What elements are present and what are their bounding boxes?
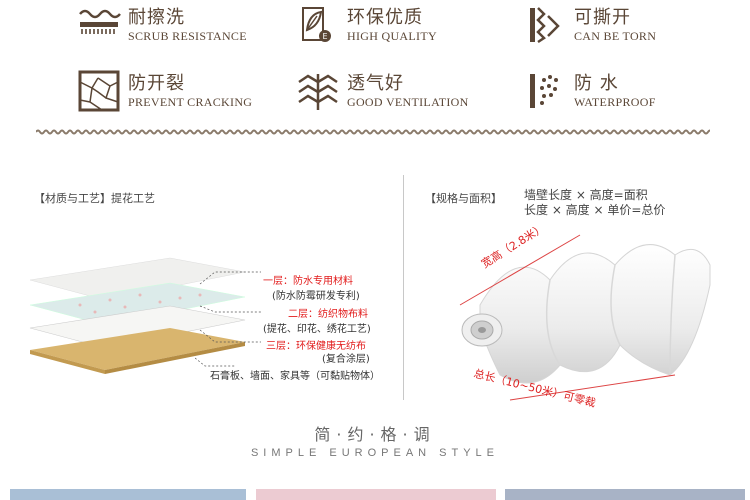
feature-en-label: CAN BE TORN [574, 29, 657, 43]
feature-en-label: GOOD VENTILATION [347, 95, 469, 109]
swatch-pink [256, 489, 496, 500]
style-heading-cn: 简·约·格·调 [314, 425, 436, 444]
style-heading-en: SIMPLE EUROPEAN STYLE [250, 447, 500, 459]
section-divider [403, 175, 404, 400]
feature-cn-label: 防 水 [574, 73, 619, 94]
feature-can-be-torn: 可撕开 CAN BE TORN [522, 2, 656, 48]
feature-en-label: PREVENT CRACKING [128, 95, 253, 109]
feature-cn-label: 耐擦洗 [128, 7, 185, 28]
feature-prevent-cracking: 防开裂 PREVENT CRACKING [76, 68, 252, 114]
feature-cn-label: 防开裂 [128, 73, 185, 94]
feature-waterproof: 防 水 WATERPROOF [522, 68, 656, 114]
layer3-sub: (复合涂层) [322, 354, 370, 365]
layer2-label: 二层：纺织物布料 [288, 309, 368, 320]
crack-icon [78, 70, 120, 112]
feature-cn-label: 可撕开 [574, 7, 631, 28]
scrub-icon [79, 9, 121, 34]
feature-high-quality: E 环保优质 HIGH QUALITY [295, 2, 437, 48]
svg-text:E: E [322, 32, 327, 41]
waterproof-icon [530, 74, 558, 108]
swatch-slate [505, 489, 745, 500]
feature-cn-label: 环保优质 [347, 7, 423, 28]
feature-en-label: HIGH QUALITY [347, 29, 437, 43]
material-title: 【材质与工艺】提花工艺 [34, 192, 155, 205]
feature-scrub-resistance: 耐擦洗 SCRUB RESISTANCE [76, 2, 247, 48]
wallpaper-roll [459, 234, 711, 401]
layer1-sub: (防水防霉研发专利) [272, 291, 360, 302]
feature-cn-label: 透气好 [347, 73, 404, 94]
layer1-label: 一层：防水专用材料 [263, 276, 353, 287]
swatch-blue [10, 489, 246, 500]
feature-good-ventilation: 透气好 GOOD VENTILATION [295, 68, 469, 114]
layer-base [30, 328, 245, 370]
base-label: 石膏板、墙面、家具等（可黏贴物体） [210, 371, 380, 382]
eco-leaf-icon: E [302, 7, 331, 42]
spec-formula-area: 墙壁长度 × 高度=面积 [524, 188, 648, 202]
wavy-divider [36, 129, 710, 135]
tear-icon [530, 7, 560, 44]
leader-lines [195, 271, 261, 367]
feature-en-label: WATERPROOF [574, 95, 656, 109]
ventilation-icon [298, 74, 338, 110]
layer2-sub: (提花、印花、绣花工艺) [263, 324, 371, 335]
layer-textile [29, 282, 246, 326]
layer-diagram [29, 257, 246, 374]
spec-title: 【规格与面积】 [425, 192, 502, 205]
feature-en-label: SCRUB RESISTANCE [128, 29, 247, 43]
layer3-label: 三层：环保健康无纺布 [266, 341, 366, 352]
spec-formula-price: 长度 × 高度 × 单价=总价 [524, 203, 666, 217]
layer-nonwoven [29, 305, 246, 349]
